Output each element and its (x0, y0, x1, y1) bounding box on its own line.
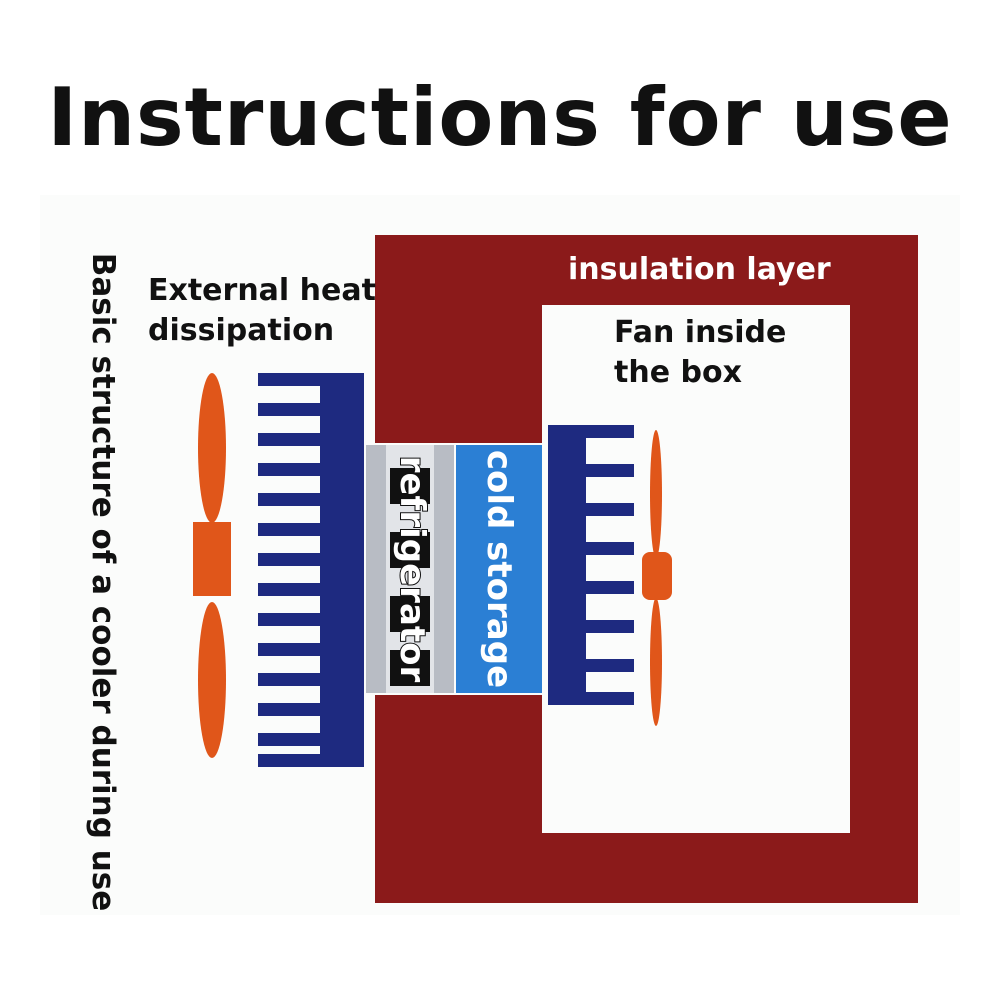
label-external-heat-line2: dissipation (148, 313, 334, 348)
label-cold-storage: cold storage (479, 450, 519, 688)
label-insulation-layer: insulation layer (568, 252, 831, 287)
external-heatsink (258, 373, 364, 767)
cold-side-plate (434, 445, 454, 693)
diagram-title: Instructions for use (47, 71, 953, 164)
external-fan (193, 373, 231, 758)
label-fan-inside-line2: the box (614, 355, 742, 390)
cold-storage-block (456, 445, 542, 693)
hot-side-plate (366, 445, 386, 693)
label-refrigerator: refrigerator (392, 456, 432, 683)
insulation-layer (375, 235, 918, 903)
label-external-heat-line1: External heat (148, 273, 376, 308)
refrigerator-chip (386, 445, 434, 693)
label-fan-inside-line1: Fan inside (614, 315, 786, 350)
inner-heatsink (548, 425, 634, 705)
side-caption: Basic structure of a cooler during use (85, 253, 121, 912)
inner-fan (642, 430, 672, 726)
